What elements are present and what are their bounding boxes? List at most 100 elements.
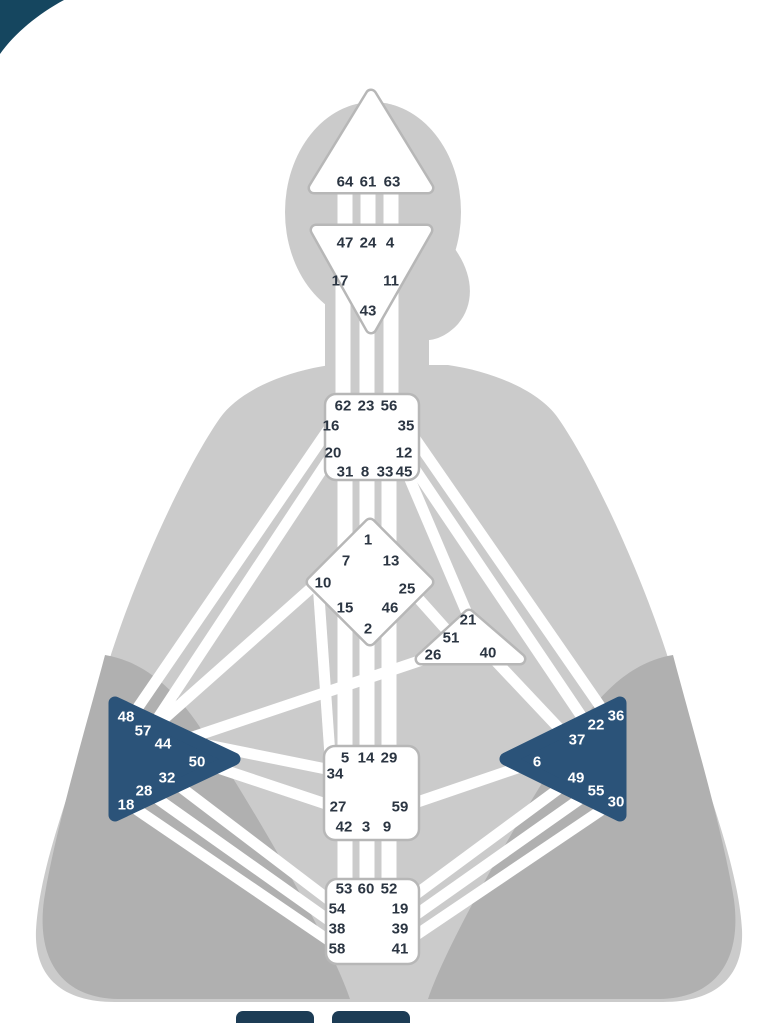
gate-45: 45	[396, 464, 413, 481]
face-nose-silhouette	[428, 238, 470, 340]
channel-16-48	[125, 423, 335, 723]
solar-plexus-shape	[499, 696, 627, 822]
channel-20-57	[143, 452, 336, 737]
gate-28: 28	[136, 783, 153, 800]
center-root[interactable]	[324, 877, 421, 966]
heart-shape-fill	[417, 611, 524, 663]
center-head[interactable]	[307, 88, 435, 195]
gate-42: 42	[336, 819, 353, 836]
center-heart[interactable]	[414, 608, 527, 666]
gate-16: 16	[323, 418, 340, 435]
gates-layer: 64 61 63 47 24 4 17 11 43 62 23 56 16 35…	[118, 174, 625, 958]
gate-5: 5	[341, 750, 349, 767]
gate-11: 11	[383, 273, 399, 290]
footer-button-right[interactable]	[332, 1011, 410, 1023]
gate-47: 47	[337, 235, 354, 252]
channel-38-28	[144, 787, 341, 931]
channel-45-21	[400, 467, 475, 621]
center-solar-plexus[interactable]	[499, 696, 627, 822]
gate-7: 7	[342, 553, 350, 570]
channel-19-49	[396, 774, 576, 911]
gate-23: 23	[358, 398, 375, 415]
gate-4: 4	[386, 235, 395, 252]
gate-13: 13	[383, 553, 400, 570]
ajna-shape-fill	[312, 226, 431, 332]
gate-24: 24	[360, 235, 377, 252]
channel-58-18	[126, 800, 341, 951]
gate-62: 62	[335, 398, 352, 415]
spleen-shape	[108, 696, 241, 822]
gate-1: 1	[364, 532, 372, 549]
gate-8: 8	[361, 464, 369, 481]
gate-14: 14	[358, 750, 375, 767]
gate-44: 44	[155, 736, 172, 753]
gate-55: 55	[588, 783, 605, 800]
channel-41-30	[396, 800, 613, 951]
gate-36: 36	[608, 708, 625, 725]
gate-39: 39	[392, 921, 409, 938]
gate-10: 10	[315, 575, 332, 592]
corner-logo-icon	[0, 0, 64, 54]
gate-34: 34	[327, 766, 344, 783]
gate-50: 50	[189, 754, 206, 771]
gate-37: 37	[569, 732, 586, 749]
gate-29: 29	[381, 750, 398, 767]
gate-25: 25	[399, 581, 416, 598]
gate-21: 21	[460, 612, 477, 629]
gate-2: 2	[364, 621, 372, 638]
gate-32: 32	[159, 770, 176, 787]
gate-27: 27	[330, 799, 347, 816]
footer-button-left[interactable]	[236, 1011, 314, 1023]
gate-17: 17	[332, 273, 349, 290]
sacral-shape	[322, 744, 421, 842]
gate-35: 35	[398, 418, 415, 435]
channel-10-34	[312, 581, 337, 771]
gate-56: 56	[381, 398, 398, 415]
gate-3: 3	[362, 819, 370, 836]
channel-12-22	[401, 452, 595, 733]
channel-10-57	[144, 577, 322, 738]
gate-49: 49	[568, 770, 585, 787]
gate-33: 33	[377, 464, 394, 481]
head-shape-fill	[310, 91, 432, 192]
gate-53: 53	[336, 881, 353, 898]
gate-19: 19	[392, 901, 409, 918]
gate-63: 63	[384, 174, 401, 191]
gate-59: 59	[392, 799, 409, 816]
gate-48: 48	[118, 709, 135, 726]
gate-61: 61	[360, 174, 377, 191]
gate-31: 31	[337, 464, 354, 481]
channel-59-6	[398, 756, 537, 814]
center-throat[interactable]	[323, 392, 421, 482]
gate-43: 43	[360, 303, 377, 320]
gate-46: 46	[382, 600, 399, 617]
gate-41: 41	[392, 941, 409, 958]
channel-39-55	[396, 787, 594, 931]
gate-57: 57	[135, 723, 152, 740]
center-ajna[interactable]	[309, 223, 434, 335]
g-shape-fill	[308, 520, 432, 644]
center-sacral[interactable]	[322, 744, 421, 842]
gate-9: 9	[383, 819, 391, 836]
throat-shape	[323, 392, 421, 482]
gate-26: 26	[425, 647, 442, 664]
gate-22: 22	[588, 717, 605, 734]
gate-54: 54	[329, 901, 346, 918]
gate-64: 64	[337, 174, 354, 191]
gate-51: 51	[443, 630, 460, 647]
center-spleen[interactable]	[108, 696, 241, 822]
gate-15: 15	[337, 600, 354, 617]
center-g[interactable]	[305, 517, 435, 647]
gate-38: 38	[329, 921, 346, 938]
centers-layer	[108, 88, 627, 966]
gate-6: 6	[533, 754, 541, 771]
gate-60: 60	[358, 881, 375, 898]
gate-30: 30	[608, 794, 625, 811]
channel-54-32	[166, 774, 341, 911]
channel-35-36	[402, 423, 614, 723]
gate-58: 58	[329, 941, 346, 958]
gate-20: 20	[325, 445, 342, 462]
gate-40: 40	[480, 645, 497, 662]
